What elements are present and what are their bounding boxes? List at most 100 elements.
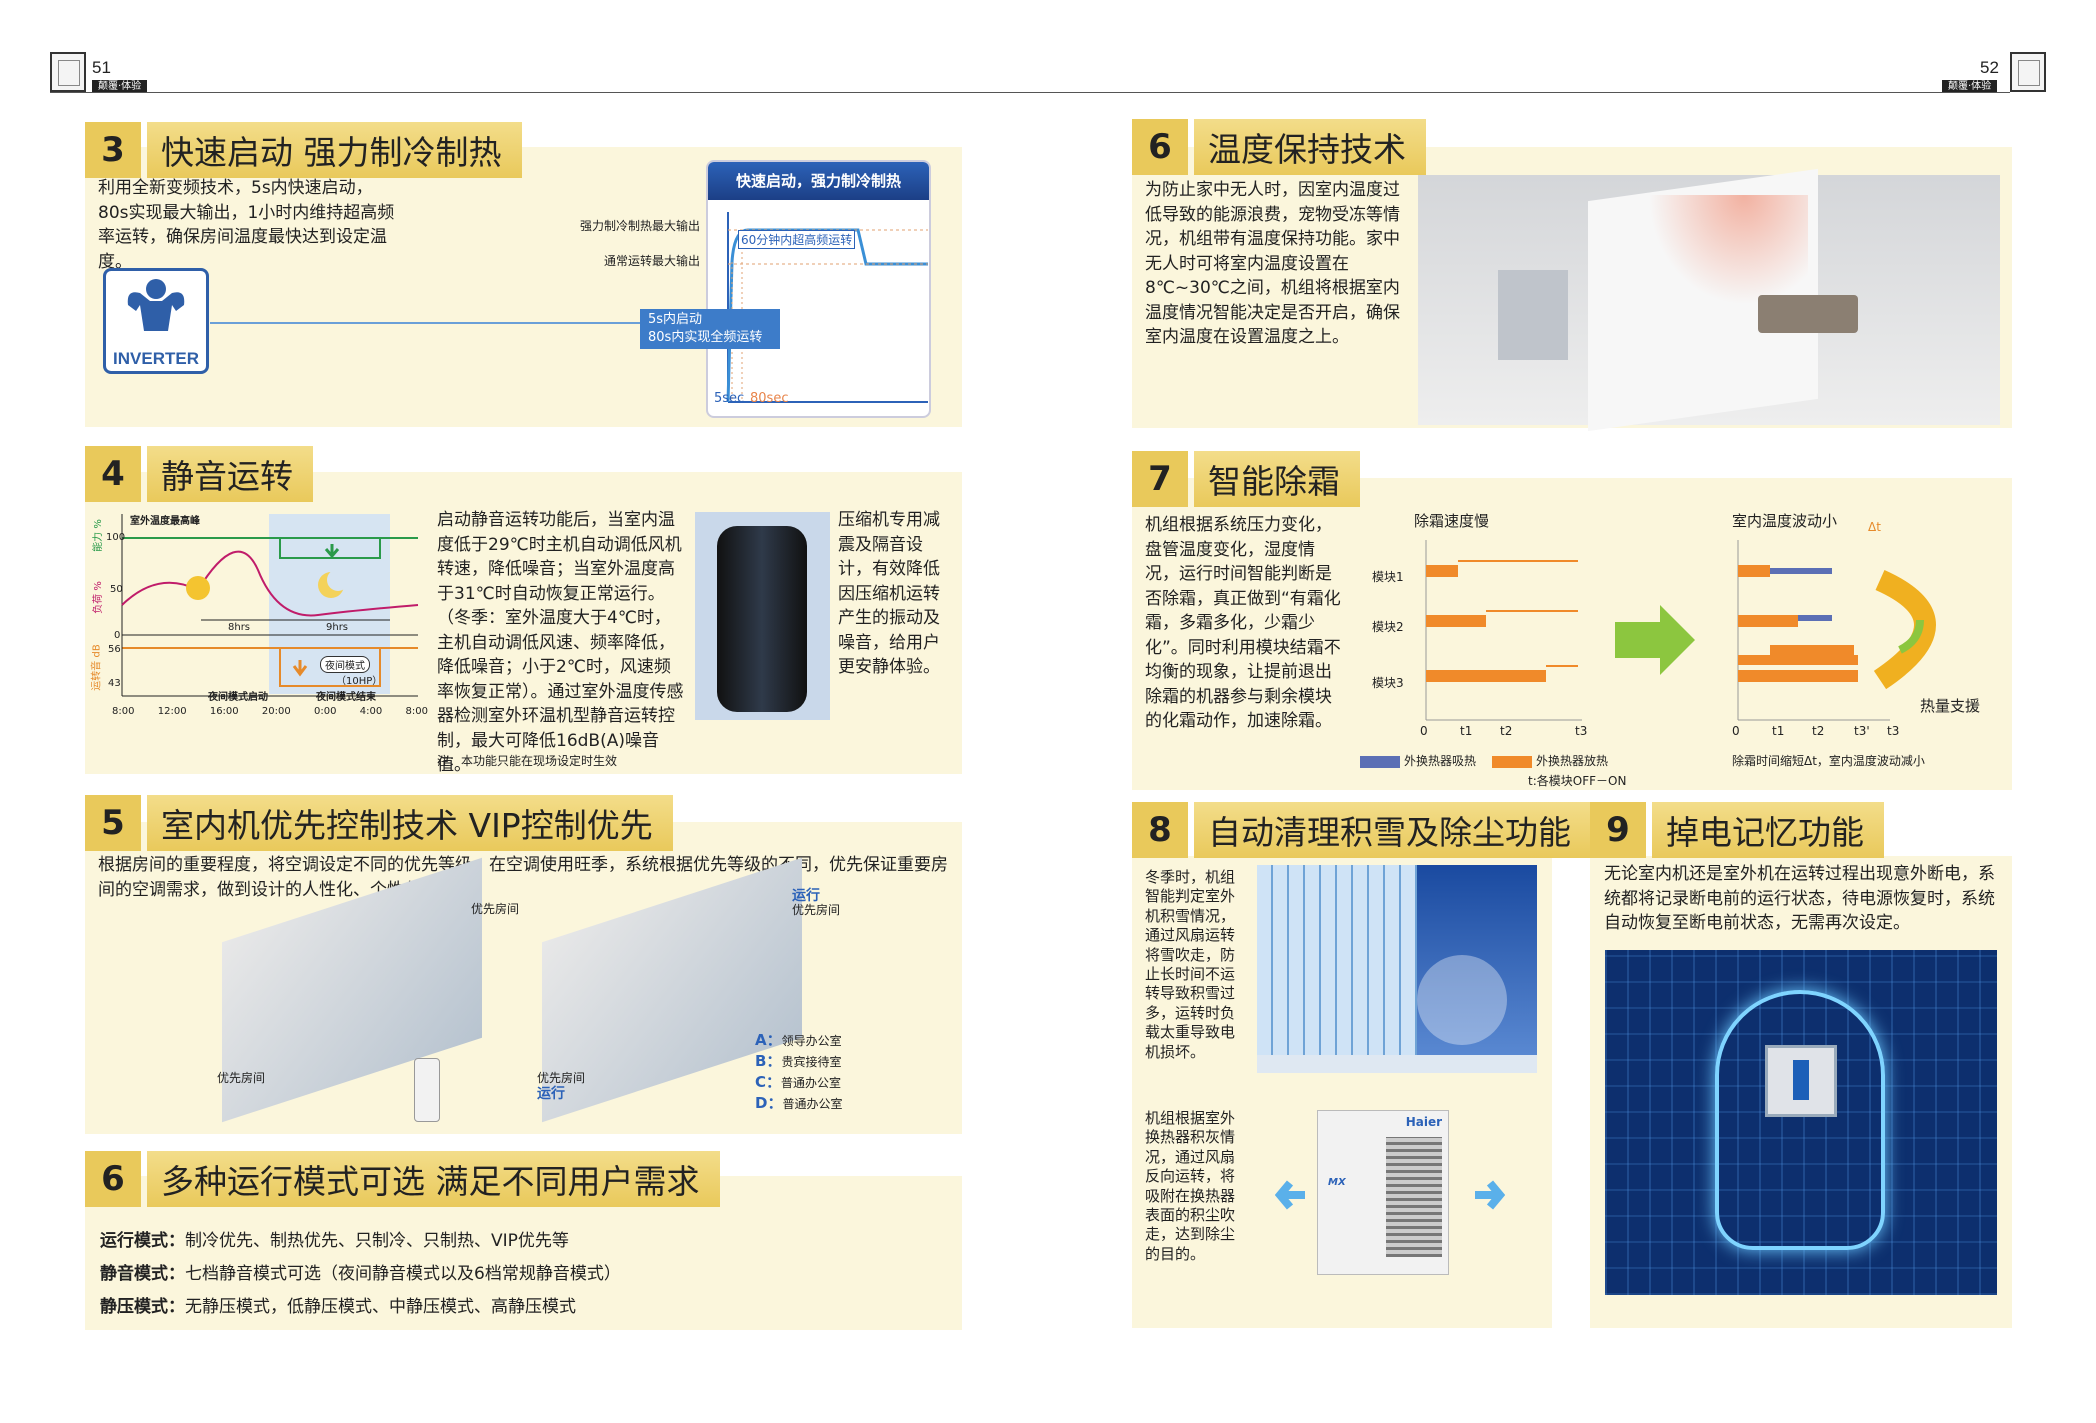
mode-value: 无静压模式，低静压模式、中静压模式、高静压模式 — [185, 1297, 576, 1317]
room-render-image — [1418, 168, 2000, 432]
module-label: 模块1 — [1372, 570, 1404, 584]
legend-row: C：普通办公室 — [755, 1072, 842, 1093]
callout-line-2: 80s内实现全频运转 — [648, 330, 763, 345]
tick: t2 — [1812, 724, 1825, 738]
tick: 0 — [1732, 724, 1740, 738]
night-start: 夜间模式启动 — [208, 692, 268, 703]
span-9hrs: 9hrs — [326, 622, 349, 633]
defrost-bar — [1738, 655, 1858, 665]
compressor-image — [695, 512, 830, 720]
callout-line-1: 5s内启动 — [648, 312, 703, 327]
running-label: 运行 — [792, 888, 820, 904]
tick-5sec: 5sec — [714, 391, 745, 406]
remote-control-image — [414, 1058, 440, 1122]
section-title: 自动清理积雪及除尘功能 — [1194, 802, 1591, 858]
hp-label: （10HP） — [336, 676, 383, 687]
tick: 0 — [1420, 724, 1428, 738]
peak-label: 室外温度最高峰 — [130, 516, 200, 527]
legend-desc: 贵宾接待室 — [781, 1055, 842, 1069]
snow-building-image — [1257, 865, 1537, 1073]
tick: t3' — [1854, 724, 1870, 738]
page-number-right: 52 — [1980, 58, 1999, 77]
modes-list: 运行模式：制冷优先、制热优先、只制冷、只制热、VIP优先等 静音模式：七档静音模… — [100, 1226, 621, 1325]
y-tick-43: 43 — [108, 678, 121, 689]
legend-absorb: 外换热器吸热 — [1360, 752, 1476, 769]
connector-line — [210, 322, 640, 324]
section-number: 6 — [85, 1151, 141, 1207]
y-tick-50: 50 — [110, 584, 123, 595]
axis-capacity: 能力 % — [92, 519, 104, 552]
label-max-output: 强力制冷制热最大输出 — [579, 219, 700, 233]
defrost-bar — [1546, 665, 1578, 667]
legend-release: 外换热器放热 — [1492, 752, 1608, 769]
header-tag-left: 颠覆·体验 — [92, 80, 148, 93]
section-7-text: 机组根据系统压力变化，盘管温度变化，湿度情况，运行时间智能判断是否除霜，真正做到… — [1145, 515, 1341, 731]
night-end: 夜间模式结束 — [316, 692, 376, 703]
defrost-bar — [1738, 565, 1770, 577]
tick-80sec: 80sec — [750, 391, 789, 406]
circuit-head-image — [1605, 950, 1997, 1295]
y-tick-0: 0 — [114, 630, 121, 641]
mode-row: 运行模式：制冷优先、制热优先、只制冷、只制热、VIP优先等 — [100, 1226, 621, 1251]
delta-t-label: Δt — [1868, 520, 1881, 534]
section-8-text-2: 机组根据室外换热器积灰情况，通过风扇反向运转，将吸附在换热器表面的积尘吹走，达到… — [1145, 1109, 1236, 1263]
section-title: 室内机优先控制技术 VIP控制优先 — [147, 795, 673, 851]
section-number: 5 — [85, 795, 141, 851]
x-tick: 8:00 — [405, 706, 428, 717]
section-number: 6 — [1132, 119, 1188, 175]
section-title: 掉电记忆功能 — [1652, 802, 1884, 858]
defrost-bar — [1738, 670, 1858, 682]
axis-load: 负荷 % — [92, 581, 104, 614]
legend-key: C： — [755, 1073, 782, 1091]
defrost-bar — [1738, 615, 1798, 627]
section-number: 8 — [1132, 802, 1188, 858]
outdoor-unit-image: Haier MX — [1317, 1110, 1449, 1275]
defrost-chart: 除霜速度慢 室内温度波动小 Δt 模块1 模块2 模块3 0 t1 t2 t3 … — [1360, 500, 2000, 800]
section-6b-header: 6 温度保持技术 — [1132, 119, 1426, 175]
legend-row: B：贵宾接待室 — [755, 1051, 842, 1072]
defrost-bar — [1458, 560, 1578, 562]
section-5-text: 根据房间的重要程度，将空调设定不同的优先等级，在空调使用旺季，系统根据优先等级的… — [98, 855, 948, 900]
priority-room-label: 优先房间 — [537, 1071, 586, 1085]
legend-release-label: 外换热器放热 — [1536, 754, 1609, 768]
legend-swatch-release — [1492, 755, 1532, 768]
section-number: 3 — [85, 122, 141, 178]
startup-chart-title: 快速启动，强力制冷制热 — [708, 162, 929, 200]
page-corner-icon-right — [2010, 52, 2046, 92]
defrost-bar — [1798, 615, 1832, 621]
header-rule-left — [50, 92, 1050, 93]
section-9-header: 9 掉电记忆功能 — [1590, 802, 1884, 858]
x-tick: 12:00 — [157, 706, 187, 717]
x-tick: 20:00 — [261, 706, 291, 717]
page-corner-icon-left — [50, 52, 86, 92]
header-tag-right: 颠覆·体验 — [1942, 80, 1998, 93]
defrost-bar — [1426, 565, 1458, 577]
priority-room-label: 优先房间 — [217, 1071, 266, 1085]
mode-value: 制冷优先、制热优先、只制冷、只制热、VIP优先等 — [185, 1231, 569, 1251]
defrost-bar — [1486, 610, 1578, 612]
defrost-bar — [1770, 568, 1832, 574]
legend-row: D：普通办公室 — [755, 1093, 842, 1114]
x-ticks: 8:00 12:00 16:00 20:00 0:00 4:00 8:00 — [112, 706, 428, 717]
defrost-bar — [1770, 645, 1854, 655]
x-tick: 0:00 — [314, 706, 337, 717]
right-chart-title: 室内温度波动小 — [1732, 512, 1838, 530]
priority-room-label: 优先房间 — [471, 902, 520, 916]
room-legend: A：领导办公室 B：贵宾接待室 C：普通办公室 D：普通办公室 — [755, 1030, 842, 1114]
tick: t2 — [1500, 724, 1513, 738]
legend-desc: 领导办公室 — [781, 1034, 842, 1048]
label-60min: 60分钟内超高频运转 — [738, 230, 856, 249]
section-number: 9 — [1590, 802, 1646, 858]
tick: t3 — [1887, 724, 1900, 738]
legend-row: A：领导办公室 — [755, 1030, 842, 1051]
right-note: 除霜时间缩短Δt，室内温度波动减小 — [1732, 754, 1925, 768]
night-mode-label: 夜间模式 — [320, 656, 370, 673]
section-6a-header: 6 多种运行模式可选 满足不同用户需求 — [85, 1151, 720, 1207]
section-4-note: 注：本功能只能在现场设定时生效 — [437, 754, 618, 768]
section-9-text: 无论室内机还是室外机在运转过程出现意外断电，系统都将记录断电前的运行状态，待电源… — [1604, 864, 1995, 933]
startup-callout: 5s内启动 80s内实现全频运转 — [640, 309, 780, 349]
mode-label: 静压模式： — [100, 1297, 185, 1317]
section-8-text-1: 冬季时，机组智能判定室外机积雪情况，通过风扇运转将雪吹走，防止长时间不运转导致积… — [1145, 868, 1236, 1061]
section-7-panel — [1132, 478, 2012, 790]
mode-label: 静音模式： — [100, 1264, 185, 1284]
